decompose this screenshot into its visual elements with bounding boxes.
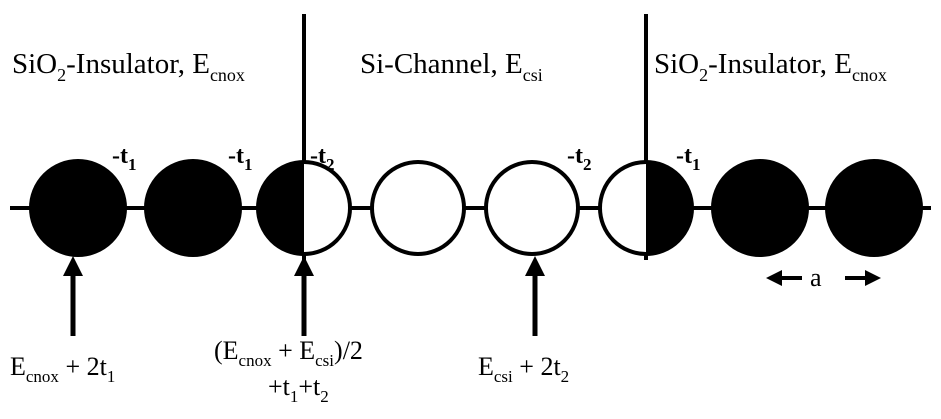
- onsite-energy-interface-line2: +t1+t2: [268, 372, 329, 406]
- onsite-energy-channel: Ecsi + 2t2: [478, 352, 569, 386]
- hopping-label-5: -t1: [676, 143, 700, 174]
- onsite-energy-interface-line1: (Ecnox + Ecsi)/2: [214, 336, 363, 370]
- region-label-left-oxide: SiO2-Insulator, Ecnox: [12, 48, 245, 85]
- hopping-label-2: -t1: [228, 143, 252, 174]
- hopping-label-1: -t1: [112, 143, 136, 174]
- atom-oxide-3: [711, 159, 809, 257]
- atom-oxide-1: [29, 159, 127, 257]
- atom-channel-2: [484, 160, 580, 256]
- hopping-label-4: -t2: [567, 143, 591, 174]
- hopping-label-3: -t2: [310, 143, 334, 174]
- atom-interface-right: [598, 160, 694, 256]
- atom-channel-1: [370, 160, 466, 256]
- atom-oxide-4: [825, 159, 923, 257]
- region-label-channel: Si-Channel, Ecsi: [360, 48, 543, 85]
- atom-oxide-2: [144, 159, 242, 257]
- lattice-spacing-label: a: [810, 263, 822, 292]
- onsite-energy-oxide: Ecnox + 2t1: [10, 352, 115, 386]
- region-label-right-oxide: SiO2-Insulator, Ecnox: [654, 48, 887, 85]
- atom-interface-left: [256, 160, 352, 256]
